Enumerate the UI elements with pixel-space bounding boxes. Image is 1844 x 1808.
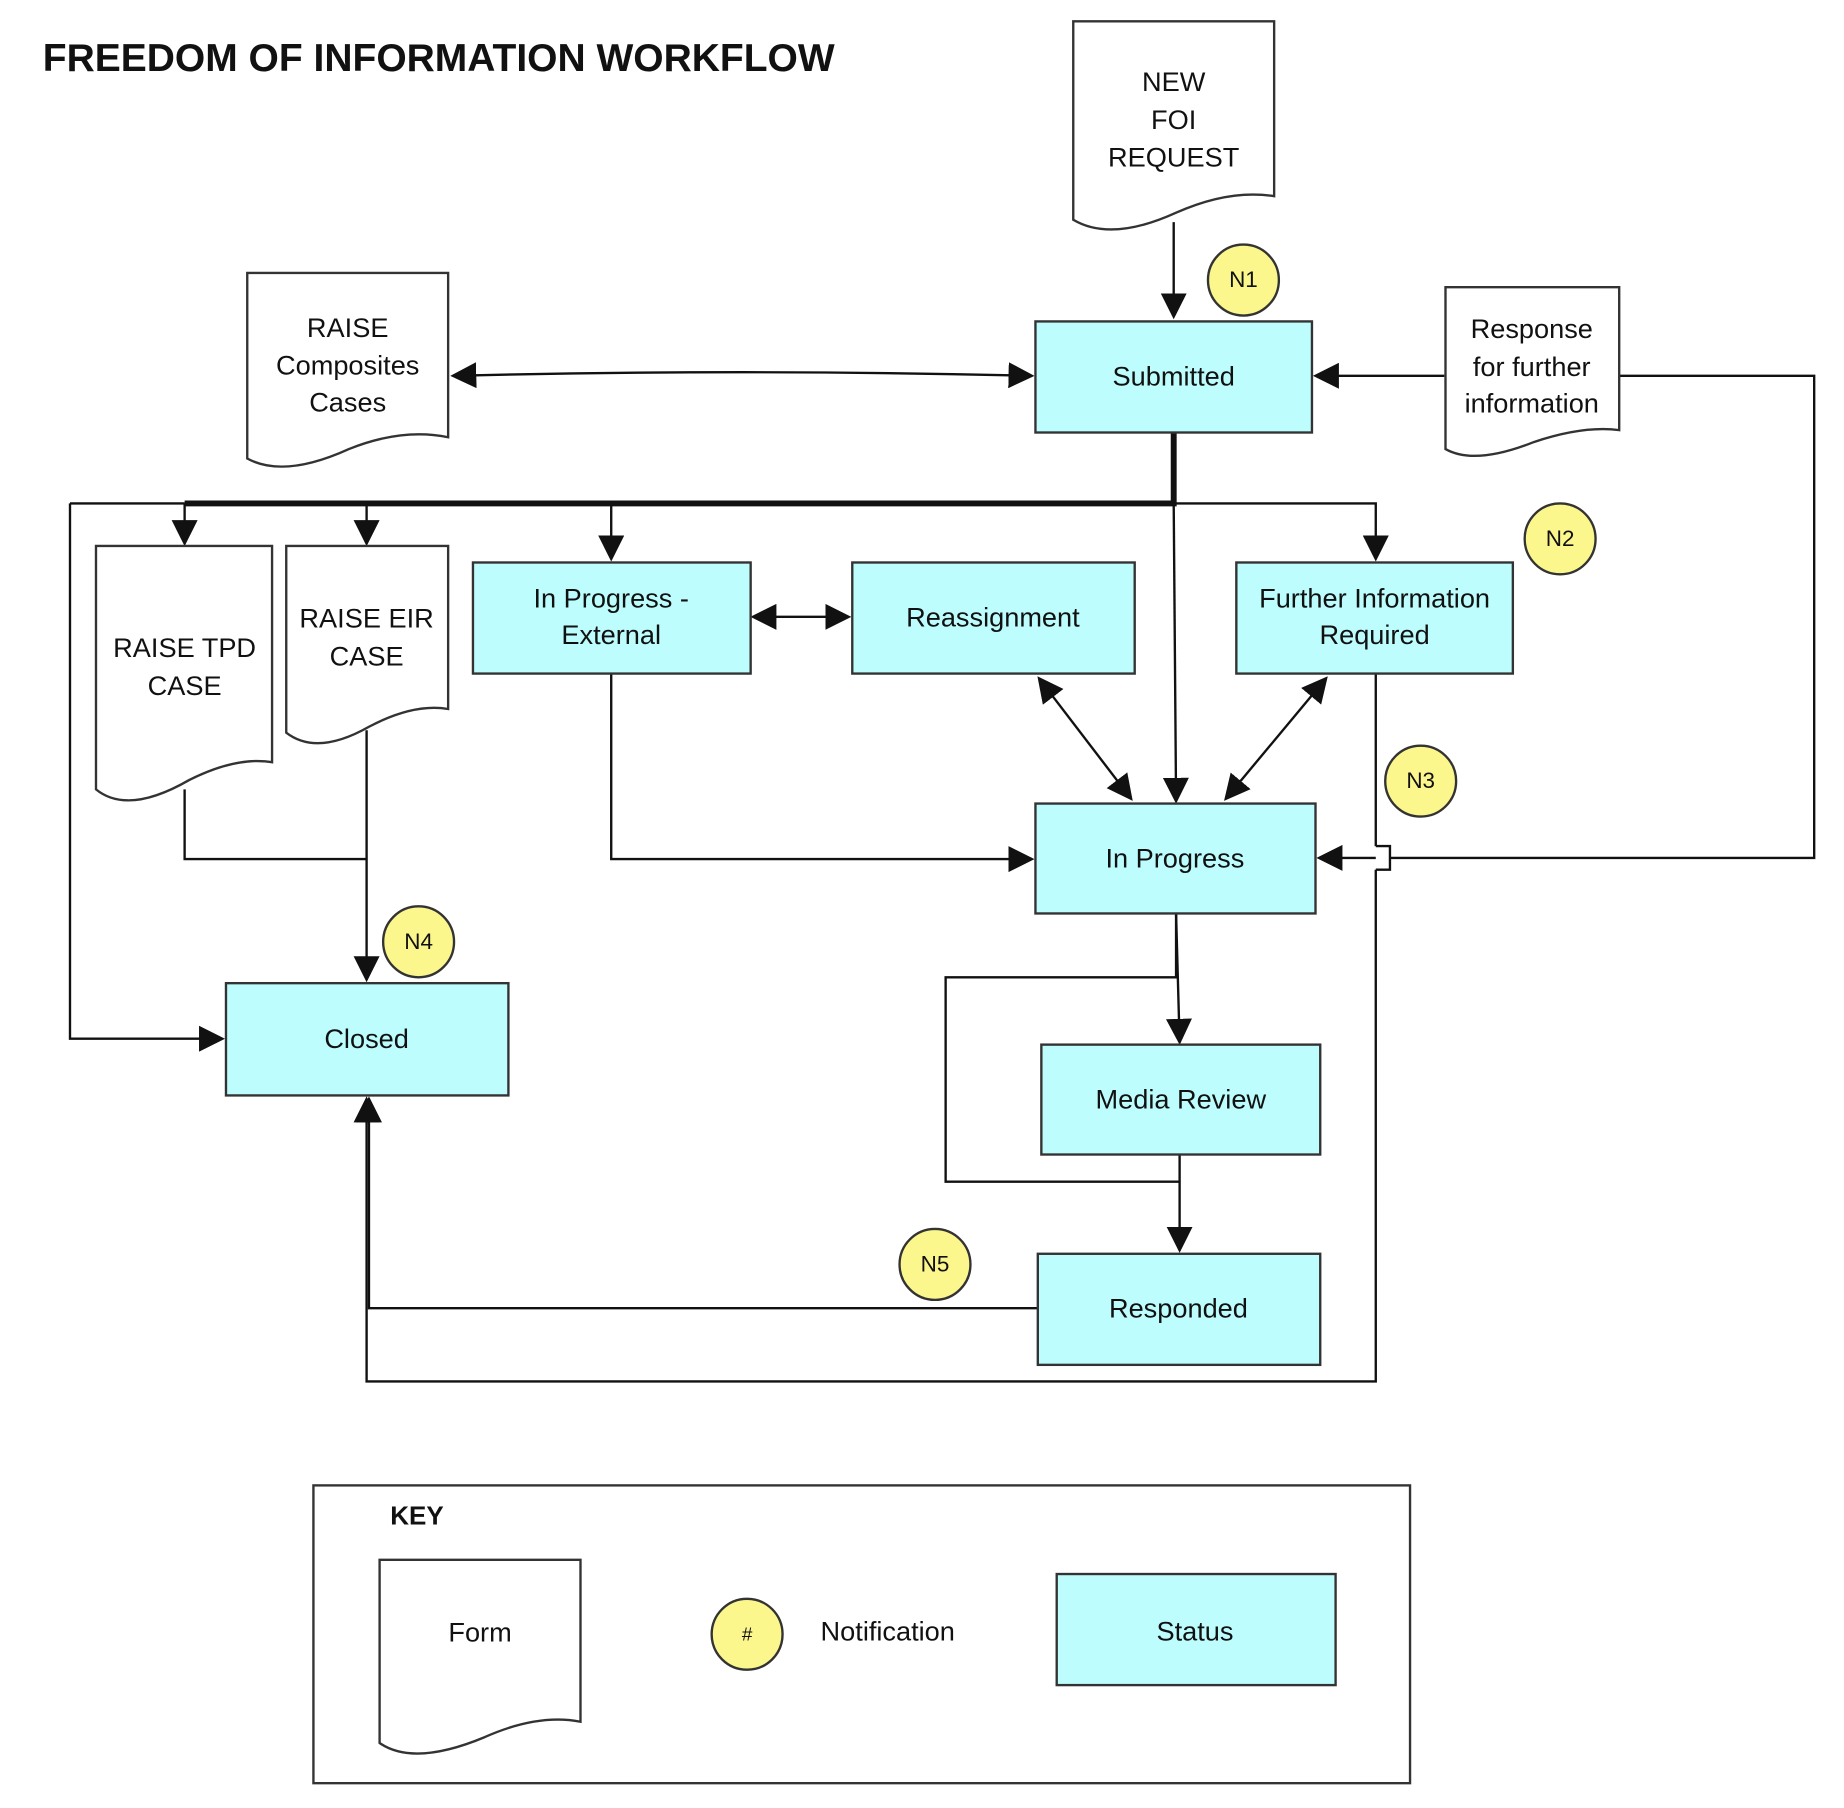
svg-text:Response: Response	[1471, 313, 1593, 344]
svg-text:N2: N2	[1546, 526, 1575, 551]
key-status-shape: Status	[1055, 1572, 1337, 1687]
line-ip-bypass	[944, 913, 1180, 1183]
status-in-progress-external: In Progress - External	[471, 561, 752, 675]
svg-text:Closed: Closed	[324, 1023, 409, 1054]
svg-text:N4: N4	[404, 929, 433, 954]
svg-text:for further: for further	[1473, 351, 1591, 382]
line-response-to-inprogress	[1319, 374, 1816, 870]
svg-text:Composites: Composites	[276, 350, 419, 381]
svg-text:CASE: CASE	[330, 640, 404, 671]
svg-text:In Progress -: In Progress -	[533, 582, 688, 613]
arrow-submitted-inprogress	[1162, 503, 1189, 804]
svg-text:Required: Required	[1319, 619, 1429, 650]
status-closed: Closed	[224, 981, 510, 1097]
status-media-review: Media Review	[1040, 1043, 1322, 1156]
arrow-reassign-inprogress	[1037, 676, 1133, 801]
svg-text:External: External	[561, 619, 661, 650]
svg-text:FOI: FOI	[1151, 104, 1196, 135]
svg-text:N1: N1	[1229, 267, 1258, 292]
notification-n1: N1	[1206, 243, 1281, 317]
form-response-further-info: Response for further information	[1444, 285, 1621, 458]
arrow-to-closed-left	[68, 502, 222, 1038]
svg-text:Further Information: Further Information	[1259, 582, 1490, 613]
status-responded: Responded	[1036, 1252, 1322, 1367]
arrow-submitted-composites	[450, 362, 1035, 389]
form-raise-tpd: RAISE TPD CASE	[94, 544, 274, 802]
svg-text:NEW: NEW	[1142, 66, 1206, 97]
svg-text:Responded: Responded	[1109, 1293, 1248, 1324]
form-raise-eir: RAISE EIR CASE	[285, 544, 450, 745]
svg-text:RAISE TPD: RAISE TPD	[113, 632, 256, 663]
svg-text:Reassignment: Reassignment	[906, 601, 1080, 632]
key-legend: KEY Form # Notification Status	[312, 1484, 1412, 1785]
status-submitted: Submitted	[1034, 320, 1314, 434]
notification-n5: N5	[898, 1227, 972, 1302]
key-notification-shape: #	[710, 1597, 784, 1671]
line-tpd	[183, 789, 367, 861]
connectors	[68, 222, 1816, 1383]
key-form-shape: Form	[378, 1558, 582, 1755]
line-further-closed	[367, 673, 1377, 1383]
form-raise-composites: RAISE Composites Cases	[246, 271, 450, 468]
svg-text:N3: N3	[1406, 768, 1435, 793]
svg-text:Status: Status	[1156, 1615, 1233, 1646]
svg-text:#: #	[742, 1624, 753, 1645]
svg-text:Media Review: Media Review	[1096, 1084, 1267, 1115]
notification-n2: N2	[1523, 502, 1597, 576]
key-notification-label: Notification	[821, 1615, 955, 1646]
status-in-progress: In Progress	[1034, 802, 1317, 915]
arrow-to-further	[1173, 502, 1389, 562]
arrow-responded-closed	[355, 1096, 1038, 1310]
svg-text:Cases: Cases	[309, 386, 386, 417]
svg-text:In Progress: In Progress	[1105, 842, 1244, 873]
svg-text:Submitted: Submitted	[1113, 360, 1235, 391]
notification-n3: N3	[1384, 744, 1458, 818]
svg-text:CASE: CASE	[148, 670, 222, 701]
key-title: KEY	[390, 1500, 443, 1530]
diagram-title: FREEDOM OF INFORMATION WORKFLOW	[43, 37, 835, 80]
status-further-info-required: Further Information Required	[1235, 561, 1515, 675]
form-new-foi: NEW FOI REQUEST	[1072, 20, 1276, 231]
svg-text:RAISE EIR: RAISE EIR	[299, 603, 433, 634]
arrow-further-inprogress	[1224, 676, 1328, 801]
svg-text:Form: Form	[448, 1616, 511, 1647]
status-reassignment: Reassignment	[851, 561, 1136, 675]
notification-n4: N4	[381, 905, 456, 979]
svg-text:REQUEST: REQUEST	[1108, 142, 1239, 173]
svg-text:information: information	[1465, 387, 1599, 418]
svg-text:N5: N5	[921, 1252, 950, 1277]
bus-submitted	[184, 432, 1177, 507]
arrow-ipe-inprogress	[610, 673, 1035, 873]
svg-text:RAISE: RAISE	[307, 312, 389, 343]
